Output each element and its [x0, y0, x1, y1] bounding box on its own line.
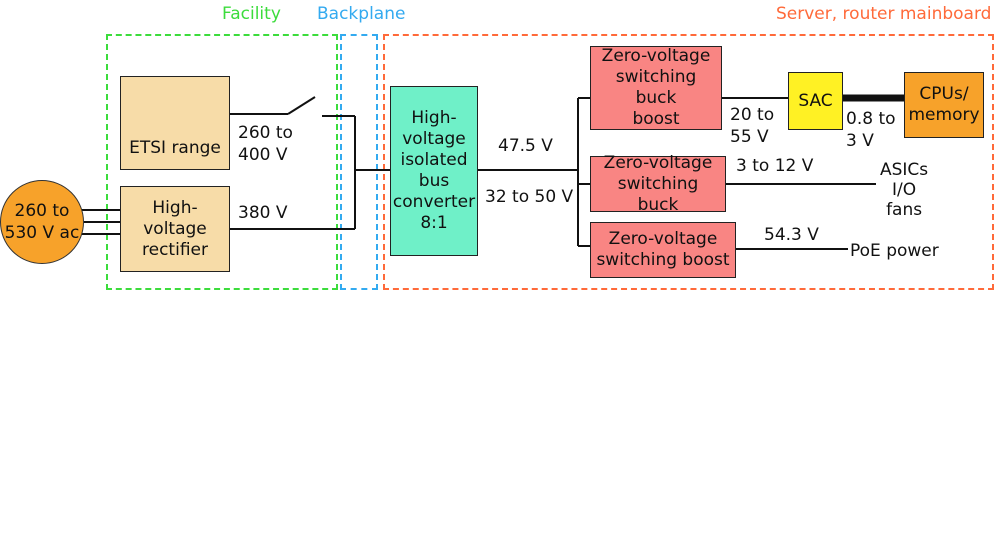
ac-source: 260 to 530 V ac: [0, 180, 84, 264]
sac-block: SAC: [788, 72, 843, 130]
etsi-output-label: 260 to 400 V: [238, 123, 293, 165]
backplane-region: [340, 34, 378, 290]
boost-output-label: 54.3 V: [764, 225, 819, 245]
cpu-input-label: 0.8 to 3 V: [846, 109, 896, 151]
asic-io-fans-load: ASICs I/O fans: [880, 160, 929, 220]
etsi-range-label: ETSI range: [129, 138, 221, 158]
bus-voltage-label: 47.5 V: [498, 136, 553, 156]
zv-buck-block: Zero-voltage switching buck: [590, 153, 726, 215]
cpu-memory-block: CPUs/ memory: [904, 72, 984, 138]
bus-converter-block: High- voltage isolated bus converter 8:1: [390, 86, 478, 256]
buck-output-label: 3 to 12 V: [736, 156, 814, 176]
rectifier-output-label: 380 V: [238, 203, 288, 223]
sac-input-label: 20 to 55 V: [730, 105, 775, 147]
poe-power-load: PoE power: [850, 241, 939, 261]
bus-range-label: 32 to 50 V: [485, 187, 574, 207]
facility-label: Facility: [222, 4, 281, 24]
zv-buck-boost-block: Zero-voltage switching buck boost: [590, 46, 722, 130]
backplane-label: Backplane: [317, 4, 406, 24]
server-label: Server, router mainboard: [776, 4, 992, 24]
rectifier-block: High- voltage rectifier: [120, 186, 230, 272]
facility-region: [106, 34, 338, 290]
etsi-range-block: ETSI range: [120, 76, 230, 170]
server-region: [383, 34, 994, 290]
zv-boost-block: Zero-voltage switching boost: [590, 222, 736, 278]
